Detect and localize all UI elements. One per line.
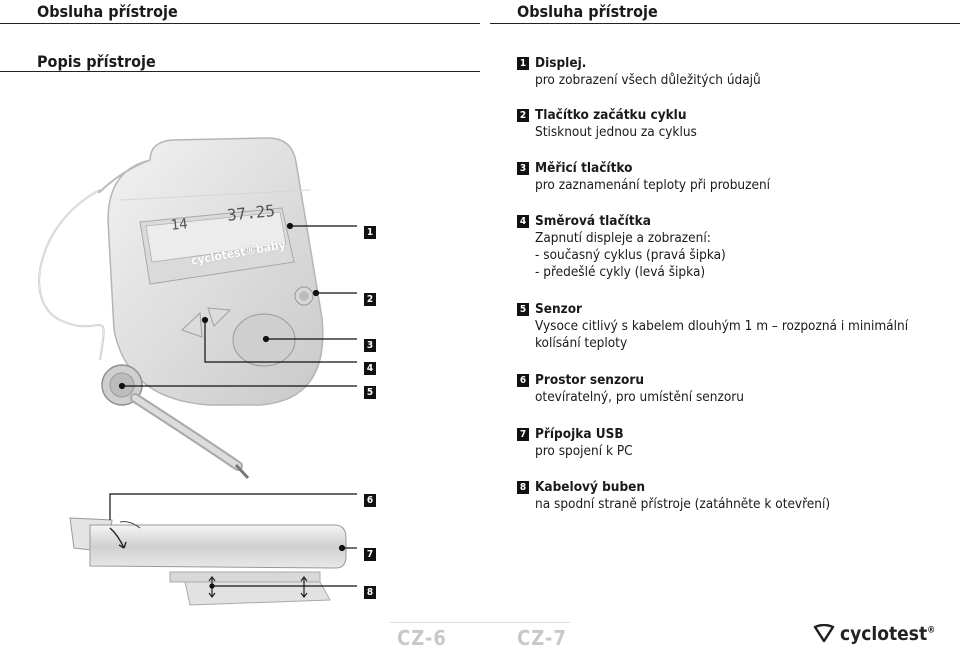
footer-rule [390,622,570,623]
header-rule-left [0,23,480,24]
display-left-value: 14 [170,216,189,234]
section-title: Popis přístroje [37,52,156,71]
page-number-right: CZ-7 [517,626,567,650]
section-rule [0,71,480,72]
header-rule-right [490,23,960,24]
callout-7: 7 [364,542,376,561]
callout-3: 3 [364,333,376,352]
logo-text: cyclotest® [840,623,936,645]
heart-icon [813,624,835,643]
callout-2: 2 [364,287,376,306]
cyclotest-logo: cyclotest® [812,623,935,645]
callout-1: 1 [364,220,376,239]
right-page-header: Obsluha přístroje [517,2,658,21]
callout-6: 6 [364,488,376,507]
left-page-header: Obsluha přístroje [37,2,178,21]
page-number-left: CZ-6 [397,626,447,650]
callout-8: 8 [364,580,376,599]
callout-5: 5 [364,380,376,399]
callout-4: 4 [364,356,376,375]
